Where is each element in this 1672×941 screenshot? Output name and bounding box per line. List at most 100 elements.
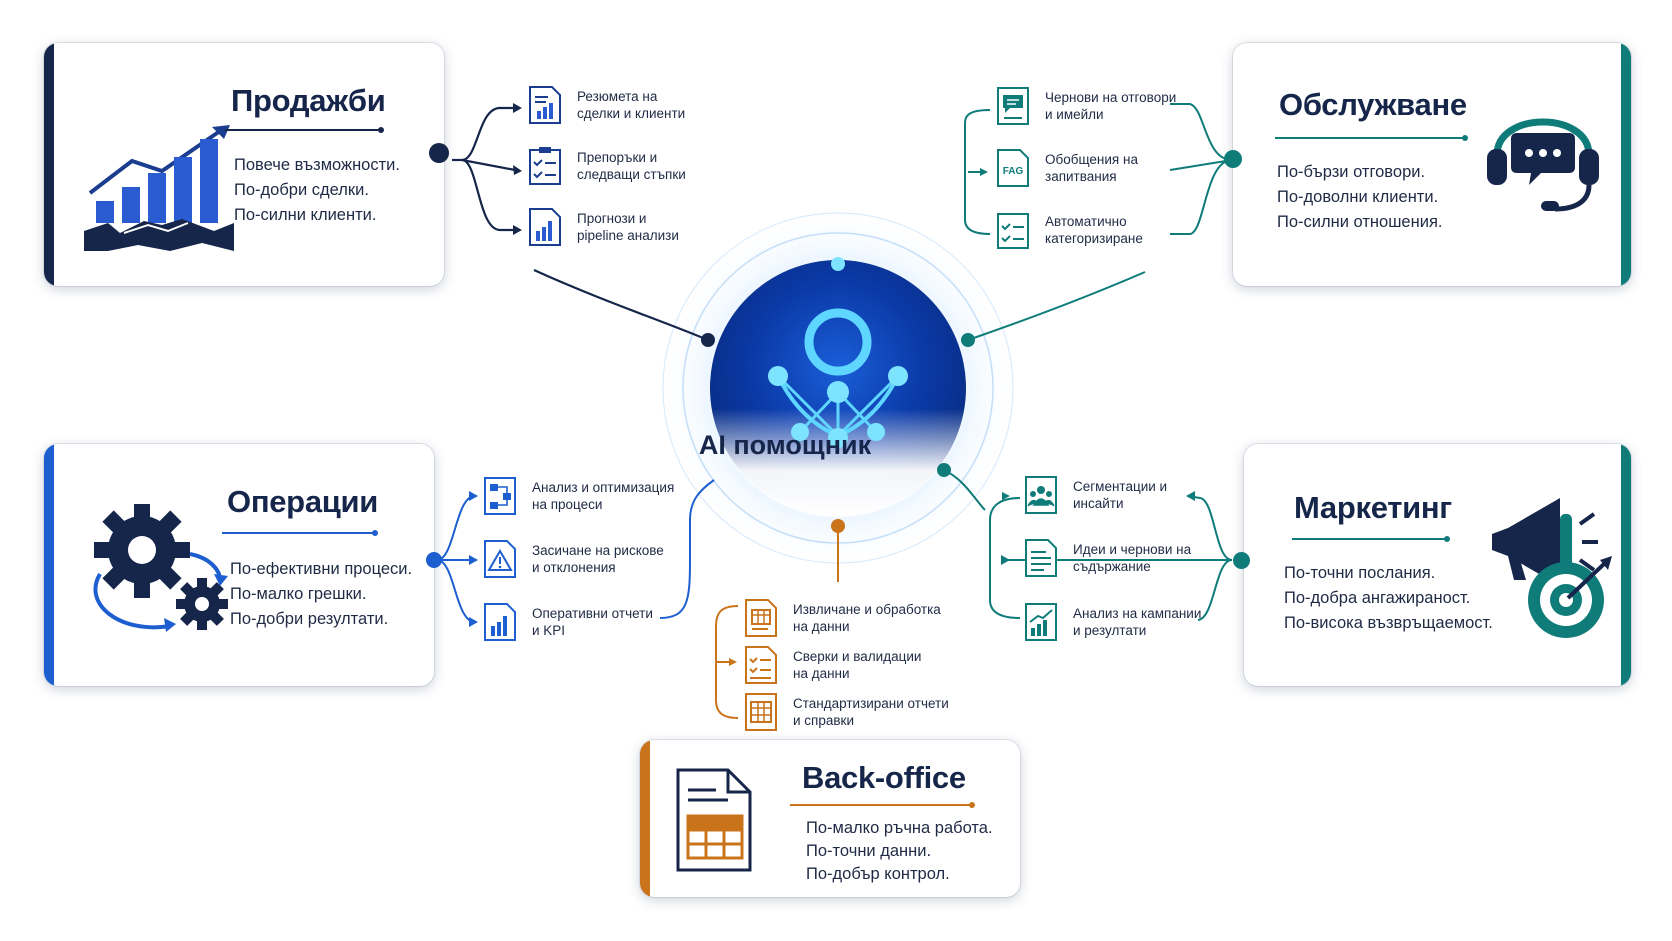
marketing-hub-node: [937, 463, 951, 477]
marketing-task: Анализ на кампании и резултати: [1024, 602, 1201, 642]
service-title-rule: [1275, 135, 1468, 141]
sales-task-label: Резюмета на сделки и клиенти: [577, 89, 686, 121]
service-task: Автоматично категоризиране: [996, 210, 1143, 250]
faq-icon: FAG: [997, 149, 1029, 187]
table-report-icon: [745, 693, 777, 731]
sales-benefit-line: По-силни клиенти.: [234, 206, 377, 224]
service-arrowhead: [980, 168, 988, 176]
audience-icon: [1025, 476, 1057, 514]
sales-arrowheads: [513, 103, 522, 235]
marketing-card: Маркетинг По-точни послания. По-добра ан…: [1244, 444, 1631, 686]
document-chart-icon: [529, 86, 561, 124]
sales-task: Резюмета на сделки и клиенти: [528, 85, 685, 125]
checklist-icon: [997, 213, 1029, 249]
sales-title-rule: [225, 127, 384, 133]
bar-chart-icon: [529, 208, 561, 246]
bar-chart-icon: [484, 603, 516, 641]
operations-task-label: Оперативни отчети и KPI: [532, 606, 653, 638]
backoffice-title-rule: [790, 802, 975, 808]
backoffice-task-label: Стандартизирани отчети и справки: [793, 696, 949, 728]
backoffice-benefit-line: По-малко ръчна работа.: [806, 819, 993, 837]
service-benefit-line: По-силни отношения.: [1277, 213, 1443, 231]
content-document-icon: [1025, 539, 1057, 577]
operations-card-stripe: [44, 444, 54, 686]
operations-benefit-line: По-ефективни процеси.: [230, 560, 413, 578]
sales-task-label: Прогнози и pipeline анализи: [577, 211, 679, 243]
service-card-node: [1224, 150, 1242, 168]
backoffice-hub-node: [831, 519, 845, 533]
backoffice-arrowhead: [729, 658, 737, 666]
backoffice-task: Извличане и обработка на данни: [744, 598, 941, 638]
sales-benefit-line: Повече възможности.: [234, 156, 400, 174]
sales-task-label: Препоръки и следващи стъпки: [577, 150, 686, 182]
marketing-benefit-line: По-висока възвръщаемост.: [1284, 614, 1493, 632]
service-task-label: Автоматично категоризиране: [1045, 214, 1143, 246]
sales-connectors: [452, 106, 709, 342]
marketing-card-node: [1233, 552, 1250, 569]
backoffice-card-stripe: [640, 740, 650, 897]
operations-task: Оперативни отчети и KPI: [483, 602, 653, 642]
service-card: Обслужване По-бързи отговори. По-доволни…: [1233, 43, 1631, 286]
operations-title: Операции: [227, 484, 379, 519]
marketing-benefits: По-точни послания. По-добра ангажираност…: [1284, 561, 1493, 636]
backoffice-card: Back-office По-малко ръчна работа. По-то…: [640, 740, 1020, 897]
operations-arrowheads: [469, 491, 478, 627]
sales-hub-node: [701, 333, 715, 347]
operations-task-label: Засичане на рискове и отклонения: [532, 543, 664, 575]
operations-benefit-line: По-добри резултати.: [230, 610, 389, 628]
backoffice-connectors: [715, 526, 839, 719]
sales-benefits: Повече възможности. По-добри сделки. По-…: [234, 153, 400, 228]
process-flow-icon: [484, 477, 516, 515]
service-benefits: По-бързи отговори. По-доволни клиенти. П…: [1277, 160, 1442, 235]
marketing-card-stripe: [1621, 444, 1631, 686]
sales-title: Продажби: [231, 83, 386, 118]
sales-card-stripe: [44, 43, 54, 286]
operations-title-rule: [222, 530, 378, 536]
operations-card-node: [426, 552, 442, 568]
operations-benefits: По-ефективни процеси. По-малко грешки. П…: [230, 557, 412, 632]
hub-label: AI помощник: [698, 430, 872, 460]
marketing-task-label: Идеи и чернови на съдържание: [1073, 542, 1192, 574]
backoffice-benefit-line: По-точни данни.: [806, 842, 932, 860]
sales-benefit-line: По-добри сделки.: [234, 181, 369, 199]
growth-chart-handshake-icon: [84, 125, 234, 251]
service-hub-node: [961, 333, 975, 347]
marketing-task-label: Сегментации и инсайти: [1073, 479, 1168, 511]
operations-task: Засичане на рискове и отклонения: [483, 539, 664, 579]
marketing-task: Сегментации и инсайти: [1024, 475, 1167, 515]
warning-document-icon: [484, 540, 516, 578]
service-title: Обслужване: [1279, 87, 1467, 122]
faq-icon-text: FAG: [1003, 166, 1024, 177]
checklist-icon: [745, 646, 777, 684]
marketing-benefit-line: По-добра ангажираност.: [1284, 589, 1471, 607]
backoffice-benefits: По-малко ръчна работа. По-точни данни. П…: [806, 817, 993, 886]
service-connectors: [964, 103, 1233, 341]
service-benefit-line: По-доволни клиенти.: [1277, 188, 1439, 206]
sales-card-node: [429, 143, 449, 163]
backoffice-task: Стандартизирани отчети и справки: [744, 692, 949, 732]
service-card-stripe: [1621, 43, 1631, 286]
service-benefit-line: По-бързи отговори.: [1277, 163, 1426, 181]
marketing-title-rule: [1292, 536, 1450, 542]
operations-card: Операции По-ефективни процеси. По-малко …: [44, 444, 434, 686]
marketing-benefit-line: По-точни послания.: [1284, 564, 1436, 582]
service-task: FAG Обобщения на запитвания: [996, 148, 1138, 188]
megaphone-target-icon: [1492, 498, 1612, 638]
marketing-task: Идеи и чернови на съдържание: [1024, 538, 1191, 578]
chat-document-icon: [997, 87, 1029, 125]
operations-task: Анализ и оптимизация на процеси: [483, 476, 674, 516]
marketing-title: Маркетинг: [1294, 490, 1452, 525]
sales-task: Прогнози и pipeline анализи: [528, 207, 679, 247]
ai-network-icon: [768, 308, 908, 448]
marketing-arrowheads: [1001, 491, 1195, 565]
backoffice-task: Сверки и валидации на данни: [744, 645, 921, 685]
operations-task-label: Анализ и оптимизация на процеси: [532, 480, 675, 512]
hub-top-node: [831, 257, 845, 271]
service-task: Чернови на отговори и имейли: [996, 86, 1176, 126]
backoffice-task-label: Сверки и валидации на данни: [793, 649, 922, 681]
backoffice-benefit-line: По-добър контрол.: [806, 865, 950, 883]
operations-benefit-line: По-малко грешки.: [230, 585, 367, 603]
spreadsheet-document-icon: [676, 768, 752, 872]
